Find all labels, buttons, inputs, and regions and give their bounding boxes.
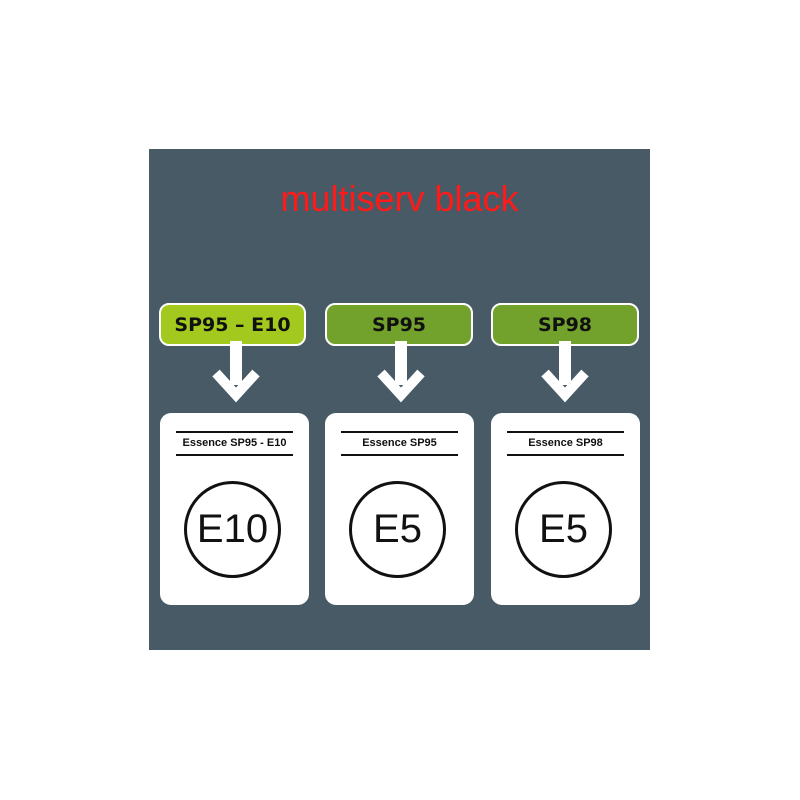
card-bottom-rule bbox=[341, 454, 458, 456]
card-label: Essence SP95 - E10 bbox=[182, 437, 287, 449]
page-title: multiserv black bbox=[280, 178, 519, 219]
fuel-card-e10: Essence SP95 - E10 E10 bbox=[160, 413, 309, 605]
fuel-badge: E5 bbox=[349, 481, 446, 578]
card-label: Essence SP98 bbox=[528, 437, 603, 449]
fuel-pill-sp95: SP95 bbox=[325, 303, 473, 346]
fuel-pill-label: SP98 bbox=[537, 313, 593, 336]
main-panel: multiserv black SP95 – E10 Essence SP95 … bbox=[149, 149, 650, 650]
fuel-card-e5-sp98: Essence SP98 E5 bbox=[491, 413, 640, 605]
card-bottom-rule bbox=[176, 454, 293, 456]
card-top-rule bbox=[507, 431, 624, 433]
card-label: Essence SP95 bbox=[362, 437, 437, 449]
arrow-down-icon bbox=[212, 341, 260, 403]
fuel-pill-label: SP95 bbox=[371, 313, 427, 336]
card-bottom-rule bbox=[507, 454, 624, 456]
fuel-pill-sp95-e10: SP95 – E10 bbox=[159, 303, 306, 346]
fuel-card-e5-sp95: Essence SP95 E5 bbox=[325, 413, 474, 605]
fuel-pill-label: SP95 – E10 bbox=[174, 313, 291, 336]
card-top-rule bbox=[176, 431, 293, 433]
arrow-down-icon bbox=[377, 341, 425, 403]
fuel-badge: E10 bbox=[184, 481, 281, 578]
fuel-badge: E5 bbox=[515, 481, 612, 578]
card-top-rule bbox=[341, 431, 458, 433]
fuel-pill-sp98: SP98 bbox=[491, 303, 639, 346]
arrow-down-icon bbox=[541, 341, 589, 403]
